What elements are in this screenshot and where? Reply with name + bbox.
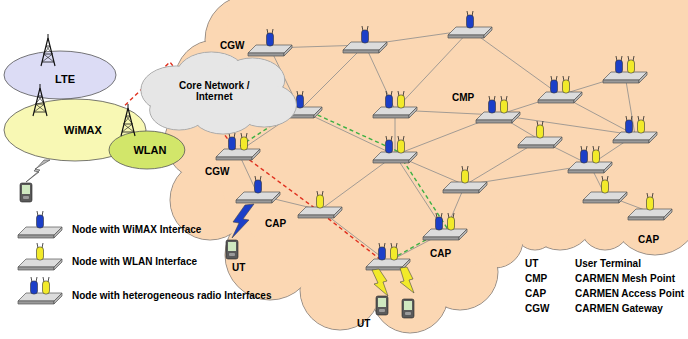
mesh-node-icon [423, 213, 467, 240]
user-terminal-icon [226, 240, 238, 259]
network-name: LTE [55, 73, 75, 86]
network-ellipse-shape [109, 131, 185, 169]
mesh-node-icon [248, 29, 292, 56]
mesh-node-icon [613, 116, 657, 143]
node-role-label: CAP [638, 234, 659, 246]
antenna-tower [41, 34, 55, 66]
antenna-tower [33, 84, 47, 116]
mesh-node-icon [583, 176, 627, 203]
radio-link-bolt [400, 267, 414, 293]
mesh-node-icon [216, 133, 260, 160]
mesh-node-icon [538, 76, 582, 103]
mesh-node-icon [298, 191, 342, 218]
legend-text: Node with WLAN Interface [72, 256, 197, 268]
mesh-link [625, 75, 635, 135]
abbreviation-meaning: User Terminal [575, 258, 641, 270]
user-terminal-icon [402, 299, 414, 318]
legend-icon [18, 211, 62, 238]
mesh-node-icon [568, 146, 612, 173]
mesh-link [300, 45, 365, 110]
node-role-label: CAP [265, 218, 286, 230]
route-dashed-green [240, 107, 447, 260]
mesh-cloud [165, 0, 688, 333]
mesh-links [238, 30, 650, 262]
antenna-tower [121, 104, 135, 136]
node-role-label: CGW [205, 166, 229, 178]
mesh-link [470, 30, 560, 95]
node-role-label: CMP [452, 92, 474, 104]
radio-link-bolt [26, 160, 50, 182]
radio-link-bolt [232, 204, 254, 238]
mesh-node-icon [448, 11, 492, 38]
abbreviation: CAP [525, 288, 546, 300]
legend-icon [18, 277, 62, 304]
abbreviation-meaning: CARMEN Mesh Point [575, 273, 675, 285]
network-ellipse-shape [4, 51, 116, 99]
legend-text: Node with WiMAX Interface [72, 224, 201, 236]
network-name: WLAN [133, 144, 166, 157]
mesh-node-icon [236, 176, 280, 203]
network-name: WiMAX [64, 124, 102, 137]
mesh-link [498, 115, 635, 135]
mesh-node-icon [366, 243, 410, 270]
mesh-node-icon [373, 136, 417, 163]
network-ellipse: WLAN [108, 130, 186, 170]
abbreviation: CGW [525, 303, 549, 315]
terminal-label: UT [232, 262, 245, 274]
node-role-label: CGW [220, 40, 244, 52]
mesh-node-icon [603, 56, 647, 83]
user-terminal-icon [376, 296, 388, 315]
legend-text: Node with heterogeneous radio Interfaces [72, 290, 271, 302]
user-terminal-icon [20, 183, 32, 202]
mesh-node-icon [343, 26, 387, 53]
radio-link-bolt [372, 269, 388, 296]
mesh-nodes [216, 11, 672, 270]
node-role-label: CAP [430, 248, 451, 260]
network-name: Core Network / Internet [169, 80, 259, 103]
abbreviation: CMP [525, 273, 547, 285]
mesh-node-icon [518, 121, 562, 148]
mesh-link [365, 45, 395, 110]
terminal-label: UT [357, 318, 370, 330]
network-ellipse: LTE [3, 50, 117, 100]
abbreviation-meaning: CARMEN Access Point [575, 288, 684, 300]
network-cloud: Core Network / Internet [135, 50, 294, 132]
mesh-node-icon [443, 166, 487, 193]
mesh-node-icon [476, 96, 520, 123]
abbreviation: UT [525, 258, 538, 270]
mesh-node-icon [373, 91, 417, 118]
mesh-link [395, 155, 445, 232]
legend-icon [18, 243, 62, 270]
mesh-node-icon [628, 193, 672, 220]
cloud-shape [141, 52, 297, 134]
abbreviation-meaning: CARMEN Gateway [575, 303, 663, 315]
